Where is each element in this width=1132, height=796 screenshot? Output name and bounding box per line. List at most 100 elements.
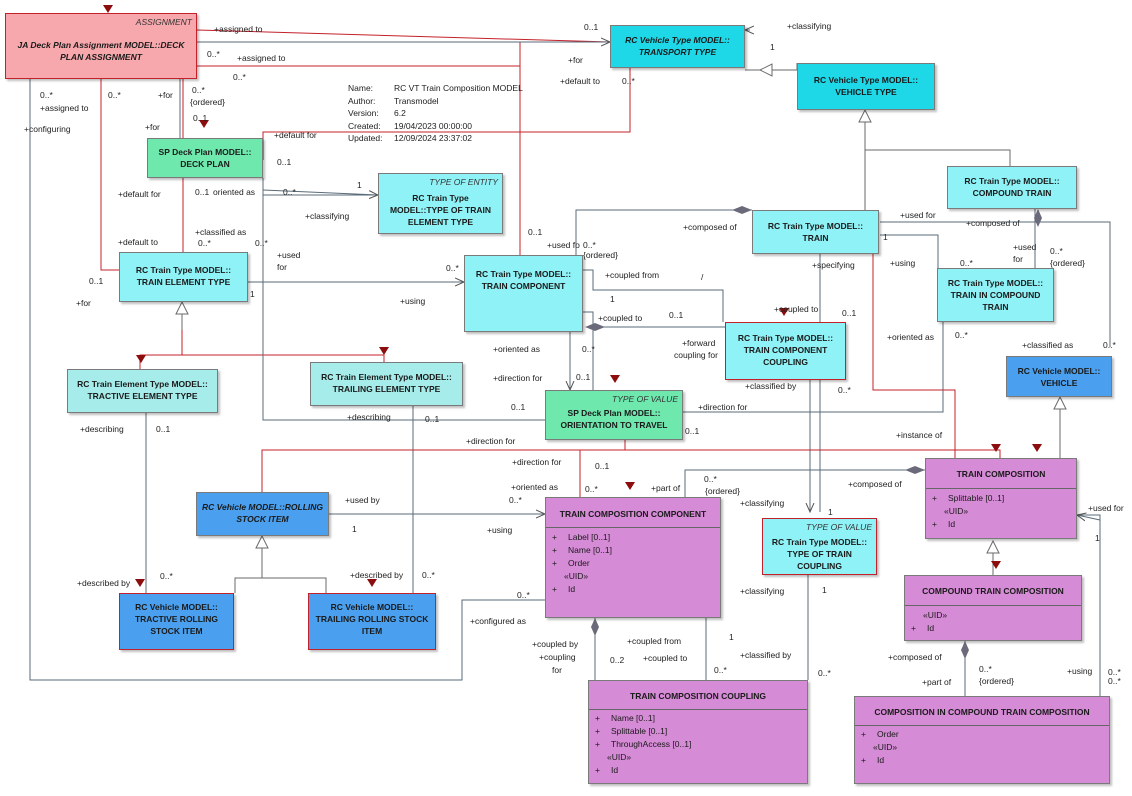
class-title: RC Vehicle Type MODEL:: TRANSPORT TYPE (625, 35, 730, 57)
relationship-label: 0..2 (610, 655, 625, 665)
relationship-label: +configuring (24, 124, 71, 134)
class-train-in-compound-train[interactable]: RC Train Type MODEL:: TRAIN IN COMPOUND … (937, 268, 1054, 322)
constraint-marker (1032, 444, 1042, 452)
relationship-label: +used by (345, 495, 380, 505)
relationship-label: 0..1 (193, 113, 208, 123)
relationship-label: +classifying (787, 21, 832, 31)
class-compound-train-composition[interactable]: COMPOUND TRAIN COMPOSITION «UID» +Id (904, 575, 1082, 641)
class-train-element-type[interactable]: RC Train Type MODEL:: TRAIN ELEMENT TYPE (119, 252, 248, 302)
relationship-label: +coupled to (598, 313, 643, 323)
generalization-line (234, 536, 263, 593)
relationship-label: +using (400, 296, 426, 306)
generalization-triangle (986, 539, 1000, 554)
relationship-label: 0..* (255, 238, 268, 248)
class-orientation-to-travel[interactable]: TYPE OF VALUE SP Deck Plan MODEL:: ORIEN… (545, 390, 683, 440)
relationship-label: +composed of (683, 222, 737, 232)
constraint-marker (379, 347, 389, 355)
class-trailing-rolling-stock-item[interactable]: RC Vehicle MODEL:: TRAILING ROLLING STOC… (308, 593, 436, 650)
relationship-label: +described by (350, 570, 404, 580)
relationship-label: +default to (560, 76, 600, 86)
relationship-label: +configured as (470, 616, 526, 626)
association-line (139, 354, 182, 369)
relationship-label: 0..1 (528, 227, 543, 237)
relationship-label: 0..* (1108, 676, 1121, 686)
relationship-label: 0..* (207, 49, 220, 59)
class-title: RC Vehicle MODEL:: TRACTIVE ROLLING STOC… (134, 602, 219, 636)
class-vehicle-type[interactable]: RC Vehicle Type MODEL:: VEHICLE TYPE (797, 63, 935, 110)
relationship-label: +classifying (305, 211, 350, 221)
stereotype-label: ASSIGNMENT (135, 17, 192, 27)
class-deck-plan[interactable]: SP Deck Plan MODEL:: DECK PLAN (147, 138, 263, 178)
relationship-label: +coupled to (643, 653, 688, 663)
class-rolling-stock-item[interactable]: RC Vehicle MODEL::ROLLING STOCK ITEM (196, 492, 329, 536)
relationship-label: +oriented as (887, 332, 935, 342)
relationship-label: +for (145, 122, 160, 132)
relationship-label: +used for (900, 210, 936, 220)
relationship-label: for (1013, 254, 1023, 264)
uid-stereotype: «UID» (607, 752, 632, 762)
class-type-of-train-element-type[interactable]: TYPE OF ENTITY RC Train Type MODEL::TYPE… (378, 173, 503, 234)
relationship-label: 1 (822, 585, 827, 595)
relationship-label: 1 (357, 180, 362, 190)
relationship-label: +coupled to (774, 304, 819, 314)
association-line (583, 269, 724, 322)
relationship-label: 0..1 (89, 276, 104, 286)
relationship-label: +for (76, 298, 91, 308)
association-line (579, 449, 1001, 497)
class-title: RC Train Type MODEL:: COMPOUND TRAIN (964, 176, 1060, 198)
relationship-label: 0..* (1050, 246, 1063, 256)
constraint-marker (625, 482, 635, 490)
association-line (583, 311, 594, 390)
class-title: RC Train Type MODEL:: TRAIN (767, 221, 864, 243)
relationship-label: 0..1 (277, 157, 292, 167)
relationship-label: 1 (610, 294, 615, 304)
relationship-label: 0..* (979, 664, 992, 674)
stereotype-label: TYPE OF ENTITY (429, 177, 498, 187)
relationship-label: 1 (250, 289, 255, 299)
class-train[interactable]: RC Train Type MODEL:: TRAIN (752, 210, 879, 254)
relationship-label: 0..1 (584, 22, 599, 32)
association-line (575, 209, 752, 255)
relationship-label: +part of (651, 483, 681, 493)
class-title: TRAIN COMPOSITION (956, 469, 1046, 479)
relationship-label: +oriented as (493, 344, 541, 354)
class-train-composition[interactable]: TRAIN COMPOSITION +Splittable [0..1] «UI… (925, 458, 1077, 539)
attribute-id: +Id (861, 755, 885, 765)
relationship-label: +classified by (745, 381, 797, 391)
relationship-label: +direction for (512, 457, 562, 467)
relationship-label: 0..1 (669, 310, 684, 320)
relationship-label: 0..1 (511, 402, 526, 412)
relationship-label: +using (1067, 666, 1093, 676)
relationship-label: 0..* (1103, 340, 1116, 350)
class-composition-in-compound-train-composition[interactable]: COMPOSITION IN COMPOUND TRAIN COMPOSITIO… (854, 696, 1110, 784)
class-train-composition-coupling[interactable]: TRAIN COMPOSITION COUPLING +Name [0..1] … (588, 680, 808, 784)
class-tractive-rolling-stock-item[interactable]: RC Vehicle MODEL:: TRACTIVE ROLLING STOC… (119, 593, 234, 650)
relationship-label: {ordered} (190, 97, 225, 107)
class-train-composition-component[interactable]: TRAIN COMPOSITION COMPONENT +Label [0..1… (545, 497, 721, 618)
relationship-label: 0..* (955, 330, 968, 340)
association-line (29, 79, 545, 681)
relationship-label: +coupled by (532, 639, 579, 649)
relationship-label: +described by (77, 578, 131, 588)
class-vehicle[interactable]: RC Vehicle MODEL:: VEHICLE (1006, 356, 1112, 397)
association-line (880, 234, 939, 268)
relationship-label: 0..* (108, 90, 121, 100)
relationship-label: +direction for (466, 436, 516, 446)
generalization-triangle (858, 108, 872, 123)
association-line (262, 178, 545, 421)
class-train-component-coupling[interactable]: RC Train Type MODEL:: TRAIN COMPONENT CO… (725, 322, 846, 380)
class-trailing-element-type[interactable]: RC Train Element Type MODEL:: TRAILING E… (310, 362, 463, 406)
class-transport-type[interactable]: RC Vehicle Type MODEL:: TRANSPORT TYPE (610, 25, 745, 68)
relationship-label: for (552, 665, 562, 675)
class-compound-train[interactable]: RC Train Type MODEL:: COMPOUND TRAIN (947, 166, 1077, 209)
compartment-divider (926, 488, 1076, 489)
class-title: SP Deck Plan MODEL:: ORIENTATION TO TRAV… (560, 408, 668, 430)
class-train-component[interactable]: RC Train Type MODEL:: TRAIN COMPONENT (464, 255, 583, 332)
relationship-label: 1 (770, 42, 775, 52)
class-deck-plan-assignment[interactable]: ASSIGNMENT JA Deck Plan Assignment MODEL… (5, 13, 197, 79)
class-type-of-train-coupling[interactable]: TYPE OF VALUE RC Train Type MODEL:: TYPE… (762, 518, 877, 575)
class-tractive-element-type[interactable]: RC Train Element Type MODEL:: TRACTIVE E… (67, 369, 218, 413)
attribute-order: +Order (861, 729, 899, 739)
attribute-through-access: +ThroughAccess [0..1] (595, 739, 692, 749)
